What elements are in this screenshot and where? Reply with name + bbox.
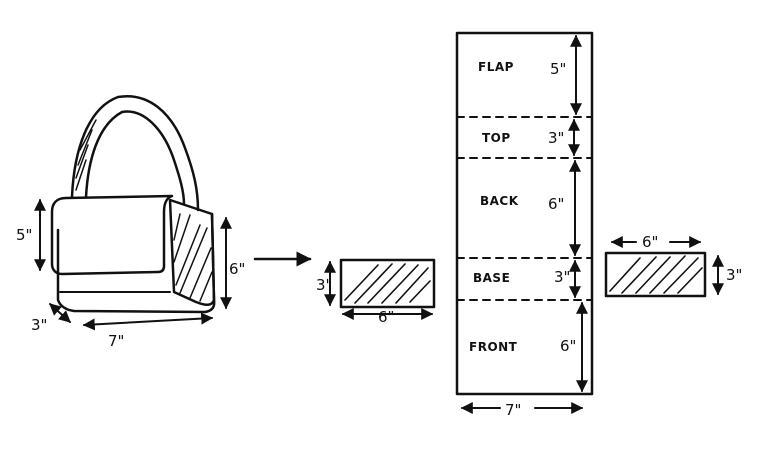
fold-lines bbox=[456, 116, 593, 301]
bag-strap-inner bbox=[84, 110, 186, 206]
bag-strap-outer bbox=[70, 94, 200, 212]
section-top-size: 3" bbox=[548, 129, 564, 147]
bag-width-label: 7" bbox=[108, 332, 124, 350]
bag-dimension-body-height: 6" bbox=[220, 216, 245, 310]
side-panel-left-rect bbox=[339, 258, 436, 309]
side-panel-right: 6" 3" bbox=[604, 233, 742, 298]
bag-flap-height-label: 5" bbox=[16, 226, 32, 244]
section-front-size: 6" bbox=[560, 337, 576, 355]
side-panel-left-height-label: 3" bbox=[316, 276, 332, 294]
bag-body-height-label: 6" bbox=[229, 260, 245, 278]
strip-width-label: 7" bbox=[505, 401, 521, 419]
section-front-name: FRONT bbox=[469, 340, 518, 354]
bag-illustration bbox=[50, 94, 216, 314]
bag-depth-label: 3" bbox=[31, 316, 47, 334]
side-panel-right-height-label: 3" bbox=[726, 266, 742, 284]
bag-dimension-width: 7" bbox=[82, 312, 214, 350]
section-base-size: 3" bbox=[554, 268, 570, 286]
section-flap-name: FLAP bbox=[478, 60, 514, 74]
bag-side-gusset bbox=[168, 198, 216, 306]
section-top-name: TOP bbox=[482, 131, 511, 145]
section-dimension-arrows bbox=[568, 34, 588, 393]
side-panel-left: 3" 6" bbox=[316, 258, 436, 326]
bag-dimension-flap-height: 5" bbox=[16, 198, 46, 272]
section-back-name: BACK bbox=[480, 194, 519, 208]
section-base-name: BASE bbox=[473, 271, 510, 285]
side-panel-right-hatching bbox=[609, 255, 703, 294]
strap-hatching bbox=[75, 119, 97, 191]
main-strip-outline bbox=[455, 31, 594, 396]
section-back-size: 6" bbox=[548, 195, 564, 213]
section-flap-size: 5" bbox=[550, 60, 566, 78]
side-panel-left-hatching bbox=[344, 263, 431, 304]
gusset-hatching bbox=[173, 213, 213, 302]
side-panel-right-rect bbox=[604, 251, 707, 298]
main-strip: FLAP TOP BACK BASE FRONT 5" 3" 6" 3" 6" … bbox=[455, 31, 594, 419]
bag-flap bbox=[50, 194, 174, 276]
side-panel-right-width-label: 6" bbox=[642, 233, 658, 251]
bag-dimension-depth: 3" bbox=[31, 303, 71, 334]
side-panel-left-width-label: 6" bbox=[378, 308, 394, 326]
